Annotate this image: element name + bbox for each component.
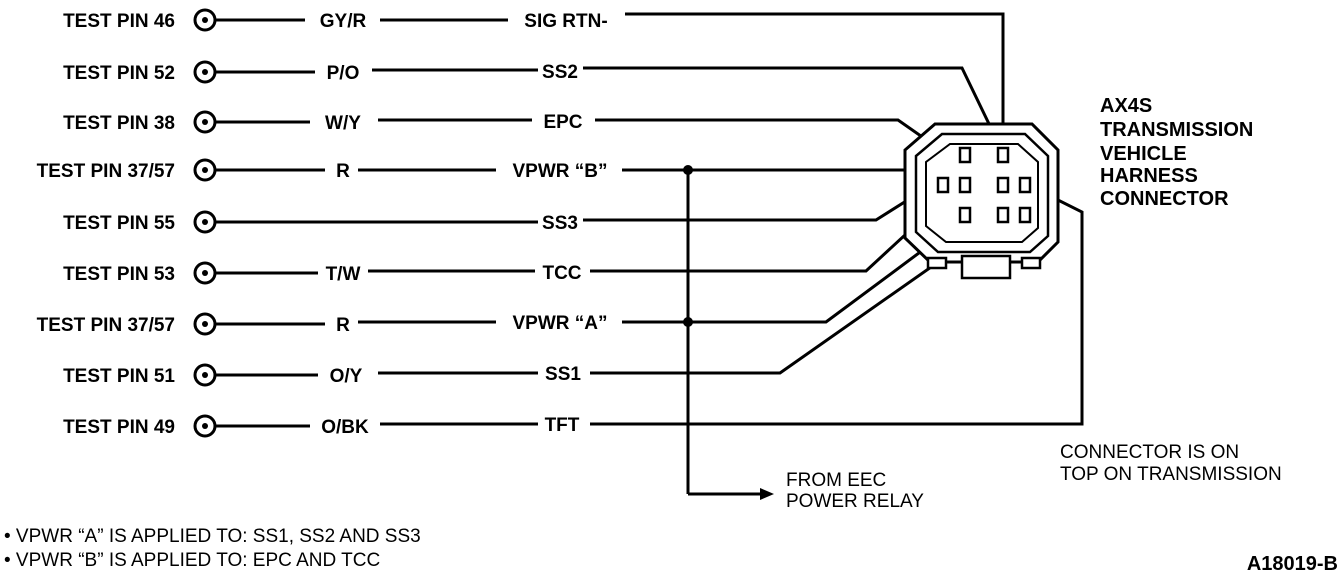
signal-label: SS1 [545, 364, 581, 385]
pin-label: TEST PIN 52 [63, 63, 175, 84]
footnote-vpwr-a: • VPWR “A” IS APPLIED TO: SS1, SS2 AND S… [4, 526, 421, 547]
test-pin-dot [202, 167, 208, 173]
wire-run-ss3 [583, 184, 945, 222]
wire-color-label: R [336, 161, 350, 182]
arrow-head-icon [760, 488, 774, 500]
test-pin-dot [202, 119, 208, 125]
wire-color-label: T/W [326, 264, 361, 285]
test-pin-dot [202, 17, 208, 23]
relay-label-line-1: FROM EEC [786, 470, 886, 491]
row-test-pin-37-57-b: TEST PIN 37/57 R VPWR “B” [37, 158, 938, 182]
pin-label: TEST PIN 46 [63, 11, 175, 32]
footnote-vpwr-b: • VPWR “B” IS APPLIED TO: EPC AND TCC [4, 550, 380, 571]
connector-cavity [958, 146, 972, 164]
connector-inner-wall [925, 143, 1039, 243]
connector-location-note: CONNECTOR IS ON TOP ON TRANSMISSION [1060, 442, 1282, 485]
signal-label: SS3 [542, 213, 578, 234]
connector-title-line-3: VEHICLE [1100, 143, 1187, 165]
signal-label: EPC [543, 112, 582, 133]
connector-note-line-2: TOP ON TRANSMISSION [1060, 464, 1282, 485]
test-pin-dot [202, 69, 208, 75]
row-test-pin-53: TEST PIN 53 T/W TCC [63, 184, 960, 285]
wire-color-label: O/BK [321, 417, 369, 438]
pin-label: TEST PIN 55 [63, 213, 175, 234]
connector-cavity [1018, 176, 1032, 194]
wire-color-label: GY/R [320, 11, 367, 32]
harness-connector [903, 122, 1060, 280]
wire-run-sig-rtn [625, 12, 1005, 157]
row-test-pin-51: TEST PIN 51 O/Y SS1 [63, 216, 1002, 387]
connector-title-line-5: CONNECTOR [1100, 188, 1229, 210]
row-test-pin-52: TEST PIN 52 P/O SS2 [63, 60, 992, 157]
pin-label: TEST PIN 53 [63, 264, 175, 285]
figure-id: A18019-B [1247, 553, 1338, 575]
connector-inner-shell [914, 132, 1050, 254]
row-test-pin-38: TEST PIN 38 W/Y EPC [63, 110, 958, 150]
connector-latch [960, 254, 1012, 280]
connector-note-line-1: CONNECTOR IS ON [1060, 442, 1239, 463]
connector-cavity [996, 176, 1010, 194]
wire-color-label: O/Y [330, 366, 363, 387]
connector-tab-left [926, 256, 948, 270]
pin-label: TEST PIN 51 [63, 366, 175, 387]
connector-tab-right [1020, 256, 1042, 270]
connector-title-line-2: TRANSMISSION [1100, 119, 1253, 141]
footnotes: • VPWR “A” IS APPLIED TO: SS1, SS2 AND S… [4, 526, 421, 571]
pin-label: TEST PIN 37/57 [37, 315, 175, 336]
row-test-pin-37-57-a: TEST PIN 37/57 R VPWR “A” [37, 216, 967, 336]
wire-run-epc [595, 118, 958, 150]
connector-cavity [996, 206, 1010, 224]
signal-label: TCC [542, 263, 581, 284]
row-test-pin-55: TEST PIN 55 SS3 [63, 184, 945, 234]
test-pin-dot [202, 270, 208, 276]
connector-cavity [958, 206, 972, 224]
relay-label-line-2: POWER RELAY [786, 491, 924, 512]
test-pin-dot [202, 219, 208, 225]
signal-label: VPWR “A” [513, 313, 608, 334]
connector-cavity [996, 146, 1010, 164]
connector-cavity [958, 176, 972, 194]
row-test-pin-46: TEST PIN 46 GY/R SIG RTN- [63, 8, 1005, 157]
pin-label: TEST PIN 49 [63, 417, 175, 438]
connector-title-line-4: HARNESS [1100, 165, 1198, 187]
signal-label: SIG RTN- [524, 11, 607, 32]
wire-color-label: W/Y [325, 113, 361, 134]
power-relay-feed: FROM EEC POWER RELAY [686, 170, 924, 512]
connector-cavity [1018, 206, 1032, 224]
connector-title-line-1: AX4S [1100, 95, 1152, 117]
wire-run-ss1 [590, 216, 1002, 375]
connector-cavity [936, 176, 950, 194]
signal-label: VPWR “B” [513, 161, 608, 182]
test-pin-dot [202, 423, 208, 429]
test-pin-dot [202, 372, 208, 378]
connector-title: AX4S TRANSMISSION VEHICLE HARNESS CONNEC… [1100, 95, 1253, 210]
wire-run-tcc [590, 184, 960, 273]
signal-label: SS2 [542, 62, 578, 83]
wire-color-label: R [336, 315, 350, 336]
wire-color-label: P/O [327, 63, 360, 84]
signal-label: TFT [545, 415, 580, 436]
test-pin-dot [202, 321, 208, 327]
pin-label: TEST PIN 38 [63, 113, 175, 134]
pin-label: TEST PIN 37/57 [37, 161, 175, 182]
